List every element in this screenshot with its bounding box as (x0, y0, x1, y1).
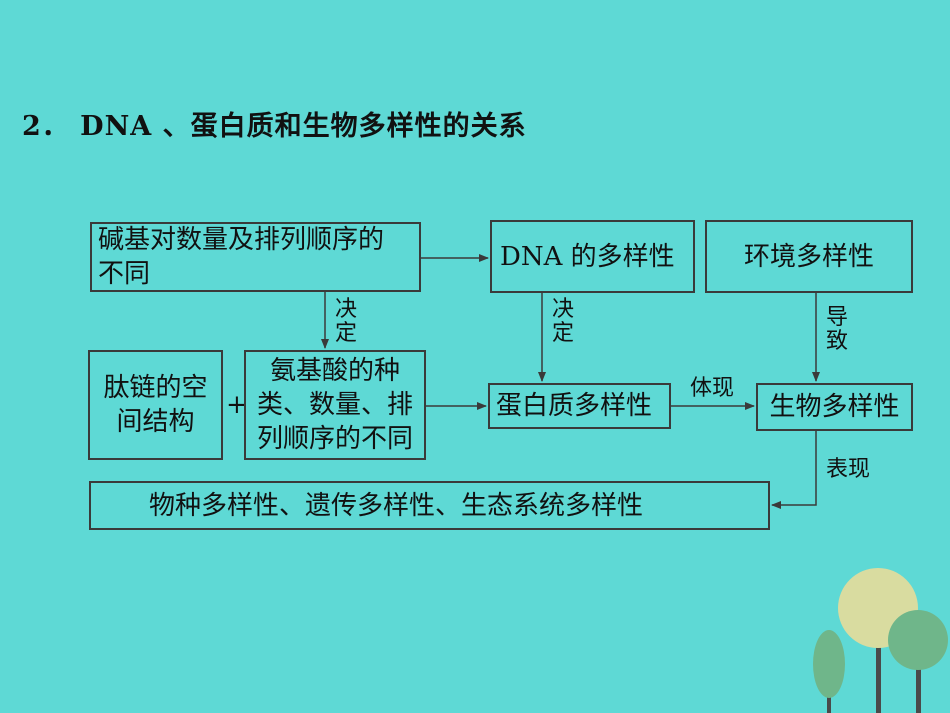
box-dna-diversity: DNA 的多样性 (490, 220, 695, 293)
tree-green-icon (888, 610, 948, 670)
label-decide-2: 决定 (552, 297, 576, 346)
box-amino-acid: 氨基酸的种类、数量、排列顺序的不同 (244, 350, 426, 460)
box-peptide-structure: 肽链的空间结构 (88, 350, 223, 460)
tree-trunk-1 (876, 600, 881, 713)
tree-trunk-2 (916, 640, 921, 713)
page-title: 2． DNA 、蛋白质和生物多样性的关系 (22, 111, 527, 142)
box-base-sequence: 碱基对数量及排列顺序的不同 (90, 222, 421, 292)
box-environment-diversity: 环境多样性 (705, 220, 913, 293)
plus-sign: + (226, 390, 248, 420)
arrow-bio-to-all (771, 431, 817, 509)
label-express: 表现 (826, 457, 871, 482)
tree-small-icon (813, 630, 845, 698)
box-protein-diversity: 蛋白质多样性 (488, 383, 671, 429)
label-embody: 体现 (690, 376, 735, 401)
label-lead: 导致 (826, 305, 850, 354)
label-decide-1: 决定 (335, 297, 359, 346)
box-all-diversity: 物种多样性、遗传多样性、生态系统多样性 (89, 481, 770, 530)
box-biodiversity: 生物多样性 (756, 383, 913, 431)
